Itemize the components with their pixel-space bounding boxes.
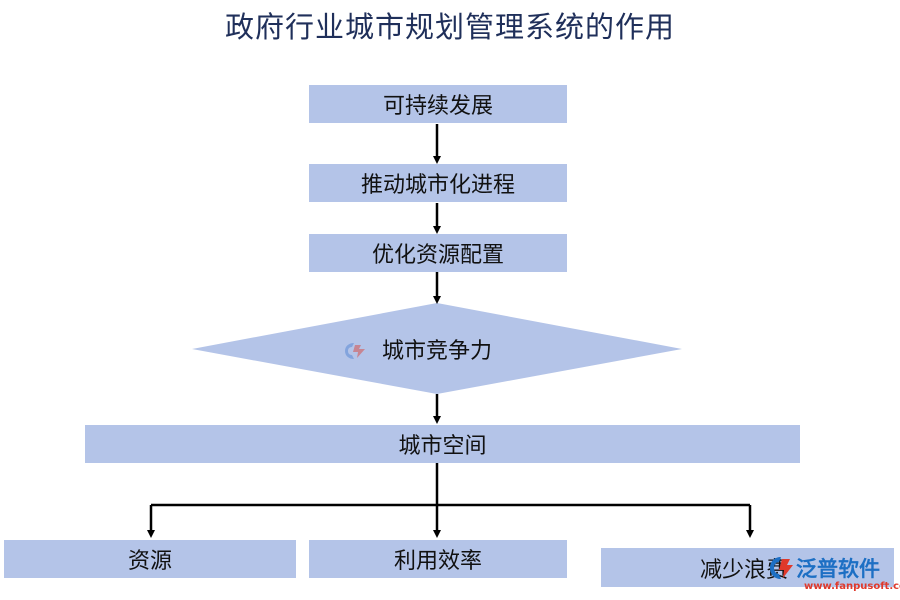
node-urban-space: 城市空间 (85, 425, 800, 463)
node-resources: 资源 (4, 540, 296, 578)
competitiveness-diamond (192, 303, 682, 394)
node-sustainable: 可持续发展 (309, 85, 567, 123)
brand-name: 泛普软件 (796, 557, 880, 581)
brand-watermark: 泛普软件 www.fanpusoft.com (768, 553, 900, 599)
watermark-logo-icon (345, 343, 365, 359)
node-urbanization: 推动城市化进程 (309, 164, 567, 202)
brand-url: www.fanpusoft.com (804, 581, 900, 592)
node-utilization: 利用效率 (309, 540, 567, 578)
diagram-title: 政府行业城市规划管理系统的作用 (224, 10, 675, 44)
node-competitiveness: 城市竞争力 (381, 339, 492, 364)
node-optimize: 优化资源配置 (309, 234, 567, 272)
brand-logo-icon (770, 557, 793, 579)
